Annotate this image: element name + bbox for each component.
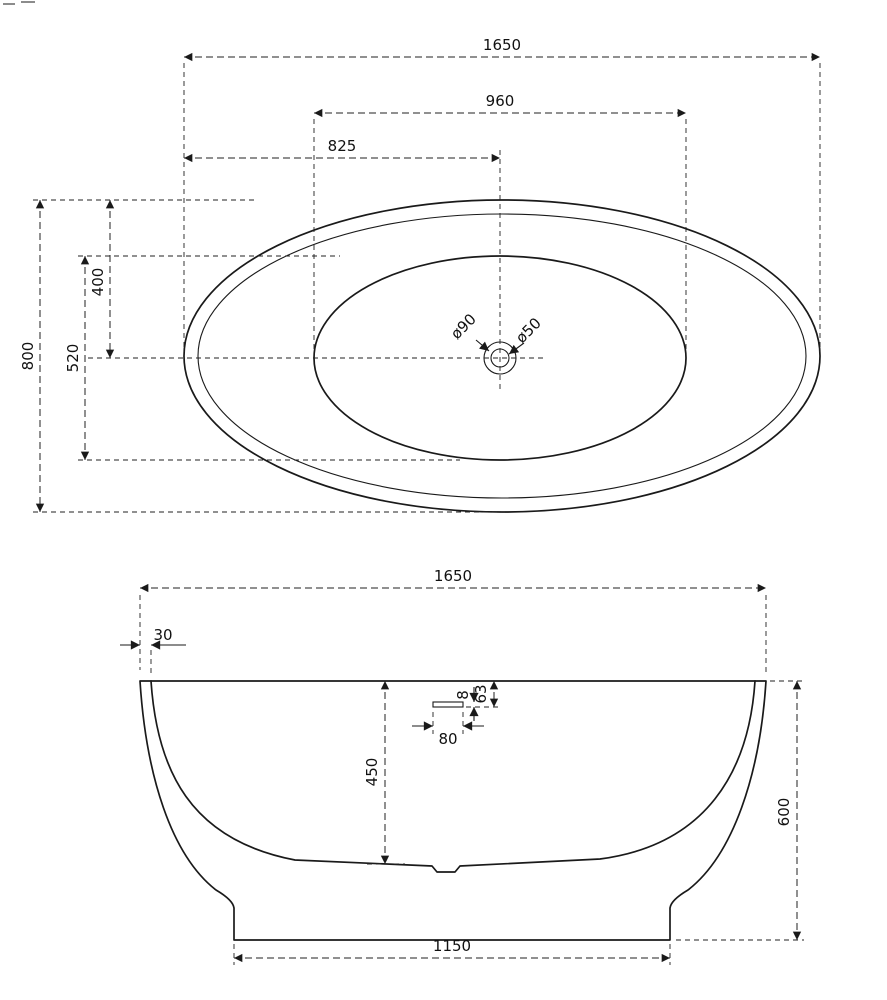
corner-artifact	[3, 1, 35, 5]
dim-label-drain-outer-dia: ø90	[447, 310, 480, 343]
dim-label-drain-offset: 825	[328, 137, 357, 155]
dim-label-drain-offset-width: 400	[89, 268, 107, 297]
dim-label-drain-hole-dia: ø50	[512, 314, 545, 347]
dim-label-total-height: 600	[775, 798, 793, 827]
tub-outer-edge-ellipse	[183, 199, 821, 513]
overflow-slot	[432, 701, 464, 708]
tub-side-outer-profile	[139, 680, 767, 941]
dim-label-overflow-width: 80	[438, 730, 457, 748]
dim-label-rim-thickness: 30	[153, 626, 172, 644]
dim-label-inner-depth: 450	[363, 758, 381, 787]
dim-label-overflow-height: 8	[454, 690, 472, 700]
dim-label-overflow-offset: 63	[472, 684, 490, 703]
dim-label-total-width: 800	[19, 342, 37, 371]
top-view: 1650 960 825 800 520 400 ø90 ø50	[19, 36, 821, 513]
dim-label-total-length-top: 1650	[483, 36, 521, 54]
dim-label-side-length: 1650	[434, 567, 472, 585]
leader-drain-outer	[475, 339, 490, 352]
dim-label-basin-width: 520	[64, 344, 82, 373]
dim-label-base-length: 1150	[433, 937, 471, 955]
tub-rim-inner-ellipse	[197, 213, 807, 499]
dim-label-basin-length: 960	[486, 92, 515, 110]
leader-drain-hole	[508, 342, 525, 355]
tub-side-inner-profile	[150, 680, 756, 873]
side-view: 1650 30 450 600 1150 80 8 63	[120, 567, 804, 965]
